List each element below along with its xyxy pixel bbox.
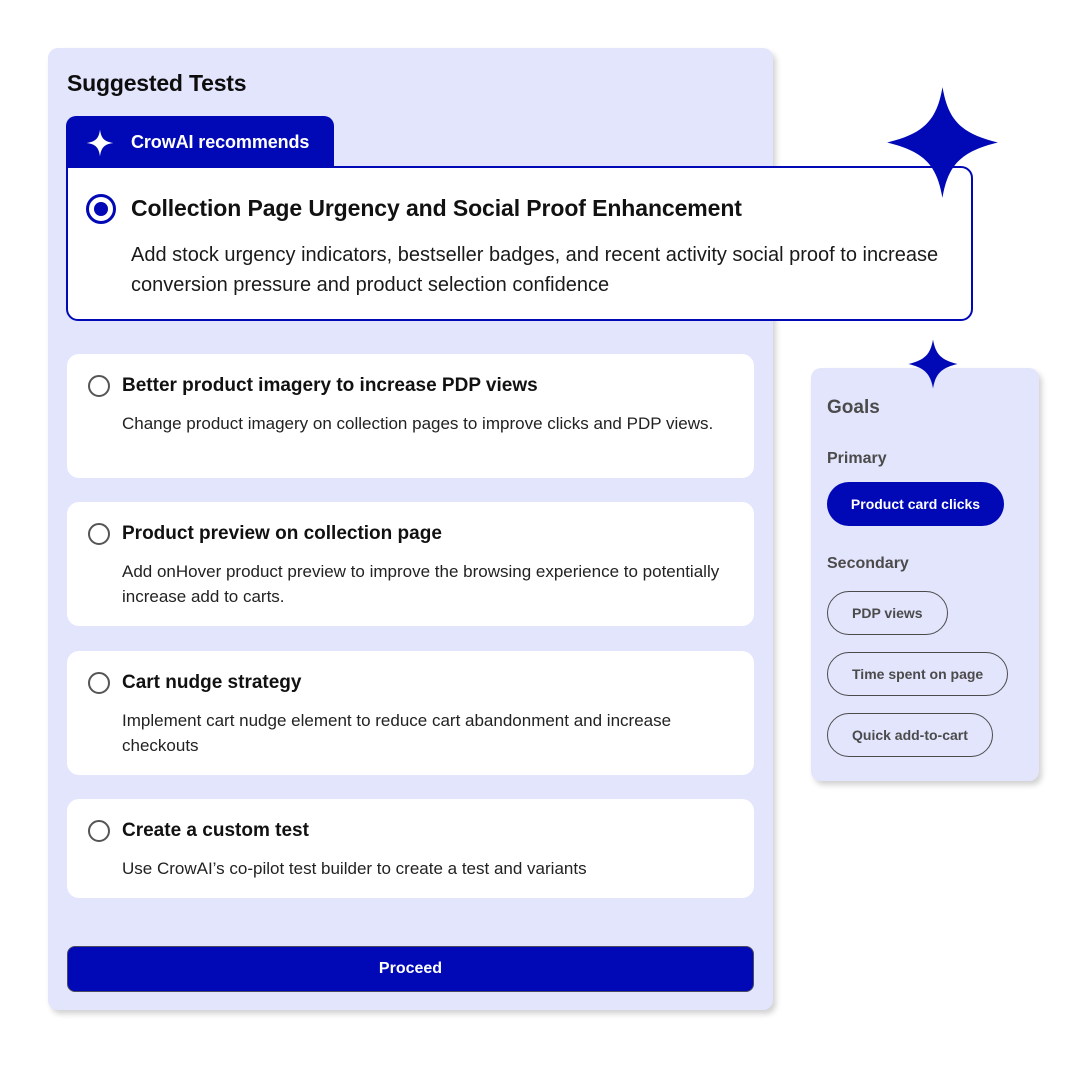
option-description: Implement cart nudge element to reduce c… (122, 711, 672, 755)
option-title: Cart nudge strategy (122, 672, 302, 693)
option-description: Change product imagery on collection pag… (122, 414, 714, 433)
goal-pill-primary[interactable]: Product card clicks (827, 482, 1004, 526)
radio-selected[interactable] (86, 194, 116, 224)
sparkle-icon (908, 339, 958, 389)
sparkle-icon (86, 129, 114, 157)
goals-panel: Goals Primary Product card clicks Second… (811, 368, 1039, 781)
goal-pill-secondary[interactable]: PDP views (827, 591, 948, 635)
option-description: Add stock urgency indicators, bestseller… (131, 244, 939, 296)
tab-label: CrowAI recommends (131, 132, 310, 152)
test-option[interactable]: Cart nudge strategy Implement cart nudge… (67, 651, 754, 775)
option-title: Product preview on collection page (122, 523, 442, 544)
radio-unselected[interactable] (88, 375, 110, 397)
featured-test-option[interactable]: Collection Page Urgency and Social Proof… (66, 166, 973, 321)
secondary-goals-label: Secondary (827, 555, 909, 572)
crowai-recommends-tab: CrowAI recommends (66, 116, 334, 168)
test-option[interactable]: Better product imagery to increase PDP v… (67, 354, 754, 478)
test-option[interactable]: Create a custom test Use CrowAI’s co-pil… (67, 799, 754, 898)
option-description: Add onHover product preview to improve t… (122, 562, 720, 606)
primary-goals-label: Primary (827, 450, 887, 467)
option-title: Better product imagery to increase PDP v… (122, 375, 538, 396)
goals-title: Goals (827, 397, 880, 418)
proceed-button[interactable]: Proceed (67, 946, 754, 992)
goal-pill-secondary[interactable]: Time spent on page (827, 652, 1009, 696)
goal-pill-secondary[interactable]: Quick add-to-cart (827, 713, 993, 757)
radio-unselected[interactable] (88, 672, 110, 694)
option-description: Use CrowAI’s co-pilot test builder to cr… (122, 859, 587, 878)
sparkle-icon (887, 87, 998, 198)
test-option[interactable]: Product preview on collection page Add o… (67, 502, 754, 626)
option-title: Collection Page Urgency and Social Proof… (131, 195, 742, 221)
radio-unselected[interactable] (88, 820, 110, 842)
panel-title: Suggested Tests (67, 70, 247, 96)
radio-unselected[interactable] (88, 523, 110, 545)
option-title: Create a custom test (122, 820, 309, 841)
